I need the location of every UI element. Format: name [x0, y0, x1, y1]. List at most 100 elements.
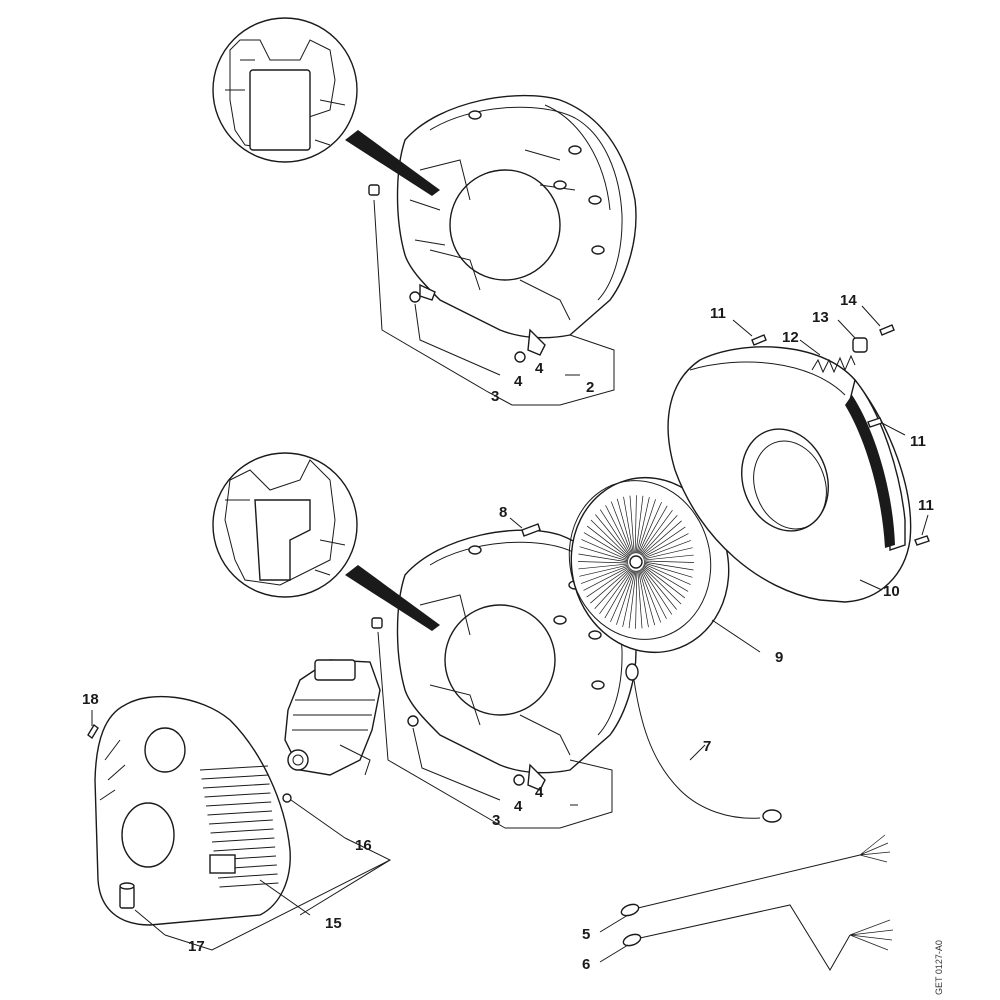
grille-slot	[208, 819, 273, 825]
fan-blade	[610, 501, 633, 555]
fan-blade	[629, 495, 635, 554]
fan-blade	[595, 514, 631, 557]
callout-6: 6	[582, 956, 590, 973]
grille-slot	[219, 882, 279, 888]
grille-slot	[201, 774, 269, 780]
fan-blade	[643, 562, 693, 578]
fan-blade	[641, 520, 682, 557]
fan-blade	[640, 514, 678, 556]
callout-17: 17	[188, 938, 205, 955]
callout-5: 5	[582, 926, 590, 943]
grille-slot	[211, 837, 275, 843]
fan-blade	[635, 570, 638, 629]
callout-7: 7	[703, 738, 711, 755]
fan-blade	[579, 564, 629, 577]
fan-blade	[578, 553, 629, 563]
fan-blade	[638, 570, 649, 628]
detail-magnifier-upper	[212, 17, 440, 196]
callout-16: 16	[355, 837, 372, 854]
fan-blade	[623, 496, 634, 554]
screw-11-a	[732, 319, 767, 346]
fan-blade	[642, 526, 686, 557]
spring-12	[799, 339, 856, 374]
fan-blade	[581, 539, 629, 561]
fan-blade	[580, 565, 629, 584]
plug-17	[119, 882, 166, 936]
cable-5	[599, 834, 891, 933]
fan-blade	[643, 540, 692, 559]
callout-9: 9	[775, 649, 783, 666]
fan-blade	[579, 546, 629, 562]
screw-14	[861, 305, 895, 336]
fan-blade	[599, 509, 631, 556]
fan-blade	[590, 567, 631, 604]
fan-blades	[577, 495, 695, 629]
fan-blade	[639, 569, 662, 623]
grille-slot	[205, 801, 272, 807]
fan-blade	[634, 495, 637, 554]
plug-3-upper	[368, 184, 380, 196]
fan-blade	[641, 568, 673, 615]
fan-housing-upper	[396, 94, 637, 356]
callout-11-b: 11	[910, 433, 926, 450]
leader-lines-lower	[377, 631, 613, 829]
fan-blade	[583, 566, 630, 591]
grille-slot	[217, 873, 278, 879]
fan-blade	[616, 570, 635, 625]
grille-slot	[210, 828, 274, 834]
callout-10: 10	[883, 583, 900, 600]
fan-blade	[643, 563, 691, 585]
fan-blade	[643, 554, 694, 561]
shroud-15	[94, 695, 311, 926]
fan-blade	[643, 564, 689, 592]
fan-blade	[637, 499, 656, 554]
fan-blade	[599, 569, 633, 615]
detail-magnifier-lower	[212, 452, 440, 631]
fan-blade	[604, 569, 633, 619]
leader-lines-shroud	[164, 837, 392, 951]
callout-11-c: 11	[918, 497, 934, 514]
leader-lines-upper	[373, 199, 615, 406]
fan-blade	[639, 509, 673, 555]
fan-blade	[640, 568, 667, 619]
blower-cover	[667, 346, 912, 603]
callout-18: 18	[82, 691, 99, 708]
callout-8: 8	[499, 504, 507, 521]
callout-14: 14	[840, 292, 857, 309]
callout-2: 2	[586, 379, 594, 396]
callout-labels: 2 3 4 4 3 4 4 5 6 7 8 9 10 11 11 11 12 1…	[82, 292, 944, 995]
callout-4-upper-a: 4	[514, 373, 523, 390]
fan-blade	[586, 525, 630, 559]
fan-blade	[586, 567, 630, 598]
fan-blade	[643, 547, 693, 560]
fan-blade	[583, 532, 629, 560]
fan-blade	[643, 560, 695, 563]
fan-wheel	[568, 476, 761, 654]
fan-blade	[638, 501, 662, 554]
fan-blade	[594, 568, 632, 610]
callout-13: 13	[812, 309, 829, 326]
fan-blade	[628, 570, 637, 629]
fan-blade	[616, 498, 633, 555]
fan-blade	[643, 561, 694, 571]
fan-blade	[636, 497, 650, 554]
engine	[284, 659, 381, 776]
grille-slot	[199, 765, 269, 771]
fan-blade	[605, 505, 632, 556]
plug-4-upper-a	[409, 291, 421, 303]
fan-blade	[590, 519, 630, 558]
callout-3-upper: 3	[491, 388, 499, 405]
fan-blade	[642, 566, 682, 605]
screw-16	[282, 793, 346, 839]
grille-slot	[213, 846, 276, 852]
grille-slot	[207, 810, 273, 816]
fan-blade	[610, 570, 634, 623]
callout-12: 12	[782, 329, 799, 346]
fan-blade	[578, 563, 629, 570]
screw-18	[87, 710, 99, 740]
fan-blade	[639, 505, 668, 555]
plug-3-lower	[371, 617, 383, 629]
callout-4-lower-a: 4	[514, 798, 523, 815]
drawing-code: GET 0127-A0	[934, 940, 944, 995]
